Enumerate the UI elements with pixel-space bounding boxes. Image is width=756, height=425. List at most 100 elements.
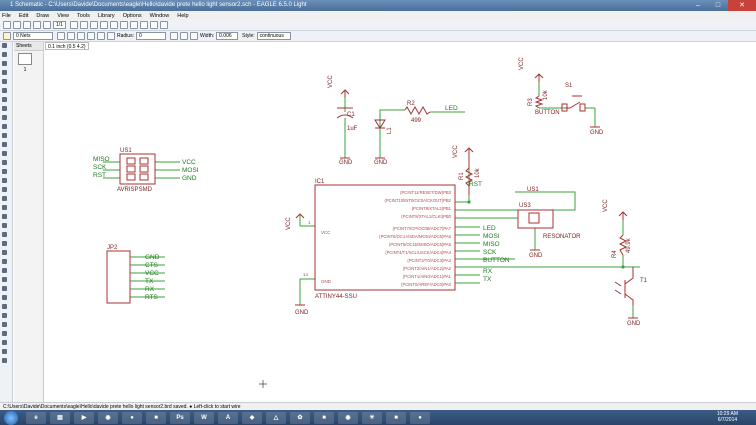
- open-icon[interactable]: [3, 21, 11, 29]
- info-icon[interactable]: [2, 43, 7, 48]
- pinswap-icon[interactable]: [2, 160, 7, 165]
- help-icon[interactable]: [159, 21, 168, 29]
- grid-icon[interactable]: [3, 32, 11, 40]
- smash-icon[interactable]: [2, 205, 7, 210]
- redo-icon[interactable]: [79, 21, 88, 29]
- zoom-select-icon[interactable]: [129, 21, 138, 29]
- explorer-icon[interactable]: ▤: [50, 411, 70, 424]
- split-icon[interactable]: [2, 223, 7, 228]
- menu-edit[interactable]: Edit: [18, 12, 29, 19]
- photoshop-icon[interactable]: Ps: [170, 411, 190, 424]
- minimize-button[interactable]: –: [696, 2, 700, 9]
- bend-style-5-icon[interactable]: [97, 32, 105, 40]
- bend-style-4-icon[interactable]: [87, 32, 95, 40]
- change-icon[interactable]: [2, 124, 7, 129]
- stop-icon[interactable]: [139, 21, 148, 29]
- erc-icon[interactable]: [2, 349, 7, 354]
- zoom-select[interactable]: 1/1: [53, 21, 66, 29]
- word-icon[interactable]: W: [194, 411, 214, 424]
- schematic-drawing[interactable]: VCC C1 1uF GND R2 499 L1 GND VCC R3 10k …: [45, 50, 756, 402]
- radius-input[interactable]: 0: [135, 32, 166, 40]
- app5-icon[interactable]: ◉: [338, 411, 358, 424]
- value-icon[interactable]: [2, 196, 7, 201]
- menu-draw[interactable]: Draw: [36, 12, 50, 19]
- name-icon[interactable]: [2, 187, 7, 192]
- app2-icon[interactable]: ◆: [242, 411, 262, 424]
- display-icon[interactable]: [2, 61, 7, 66]
- arc-icon[interactable]: [179, 32, 188, 40]
- menu-library[interactable]: Library: [97, 12, 115, 19]
- circle-icon[interactable]: [2, 259, 7, 264]
- mark-icon[interactable]: [2, 70, 7, 75]
- app3-icon[interactable]: △: [266, 411, 286, 424]
- cam-icon[interactable]: [33, 21, 41, 29]
- invoke-icon[interactable]: [2, 232, 7, 237]
- replace-icon[interactable]: [2, 169, 7, 174]
- bend-style-2-icon[interactable]: [67, 32, 75, 40]
- maximize-button[interactable]: □: [715, 2, 721, 9]
- polygon-icon[interactable]: [2, 286, 7, 291]
- junction-icon[interactable]: [2, 313, 7, 318]
- menu-window[interactable]: Window: [149, 12, 170, 19]
- text-icon[interactable]: [2, 250, 7, 255]
- zoom-out-icon[interactable]: [109, 21, 118, 29]
- media-icon[interactable]: ▶: [74, 411, 94, 424]
- line-icon[interactable]: [169, 32, 178, 40]
- menu-view[interactable]: View: [57, 12, 70, 19]
- menu-file[interactable]: File: [2, 12, 11, 19]
- rotate-icon[interactable]: [2, 106, 7, 111]
- acrobat-icon[interactable]: A: [218, 411, 238, 424]
- redraw-icon[interactable]: [119, 21, 128, 29]
- dimension-icon[interactable]: [2, 340, 7, 345]
- move-icon[interactable]: [2, 79, 7, 84]
- mirror-icon[interactable]: [2, 97, 7, 102]
- save-icon[interactable]: [13, 21, 21, 29]
- net-class-select[interactable]: 0 Nets: [13, 32, 53, 40]
- print-icon[interactable]: [23, 21, 31, 29]
- board-icon[interactable]: [43, 21, 51, 29]
- firefox-icon[interactable]: ●: [122, 411, 142, 424]
- bend-style-3-icon[interactable]: [77, 32, 85, 40]
- go-icon[interactable]: [149, 21, 158, 29]
- attribute-icon[interactable]: [2, 331, 7, 336]
- delete-icon[interactable]: [2, 142, 7, 147]
- menu-tools[interactable]: Tools: [77, 12, 90, 19]
- zoom-fit-icon[interactable]: [89, 21, 98, 29]
- rect-icon[interactable]: [2, 277, 7, 282]
- start-button[interactable]: [4, 410, 18, 425]
- eagle-icon[interactable]: ■: [314, 411, 334, 424]
- label-icon[interactable]: [2, 322, 7, 327]
- style-select[interactable]: continuous: [256, 32, 291, 40]
- miter-icon[interactable]: [2, 214, 7, 219]
- undo-icon[interactable]: [69, 21, 78, 29]
- menu-options[interactable]: Options: [122, 12, 142, 19]
- bend-style-1-icon[interactable]: [57, 32, 65, 40]
- chrome-icon[interactable]: ◉: [98, 411, 118, 424]
- close-button[interactable]: ✕: [728, 0, 756, 11]
- paste-icon[interactable]: [2, 133, 7, 138]
- app7-icon[interactable]: ■: [386, 411, 406, 424]
- arc-tool-icon[interactable]: [2, 268, 7, 273]
- app-icon[interactable]: ■: [146, 411, 166, 424]
- app4-icon[interactable]: ✿: [290, 411, 310, 424]
- copy-icon[interactable]: [2, 88, 7, 93]
- ie-icon[interactable]: e: [26, 411, 46, 424]
- system-clock[interactable]: 10:29 AM 6/7/2014: [717, 411, 738, 423]
- bus-icon[interactable]: [2, 295, 7, 300]
- net-icon[interactable]: [2, 304, 7, 309]
- zoom-in-icon[interactable]: [99, 21, 108, 29]
- width-input[interactable]: 0.006: [216, 32, 239, 40]
- group-icon[interactable]: [2, 115, 7, 120]
- add-icon[interactable]: [2, 151, 7, 156]
- app6-icon[interactable]: ☀: [362, 411, 382, 424]
- gateswap-icon[interactable]: [2, 178, 7, 183]
- show-icon[interactable]: [2, 52, 7, 57]
- bend-style-6-icon[interactable]: [107, 32, 115, 40]
- schematic-canvas[interactable]: VCC C1 1uF GND R2 499 L1 GND VCC R3 10k …: [45, 50, 756, 402]
- curve-icon[interactable]: [189, 32, 198, 40]
- wire-icon[interactable]: [2, 241, 7, 246]
- sheet-thumbnail[interactable]: [18, 53, 32, 65]
- app8-icon[interactable]: ●: [410, 411, 430, 424]
- menu-help[interactable]: Help: [177, 12, 189, 19]
- errors-icon[interactable]: [2, 358, 7, 363]
